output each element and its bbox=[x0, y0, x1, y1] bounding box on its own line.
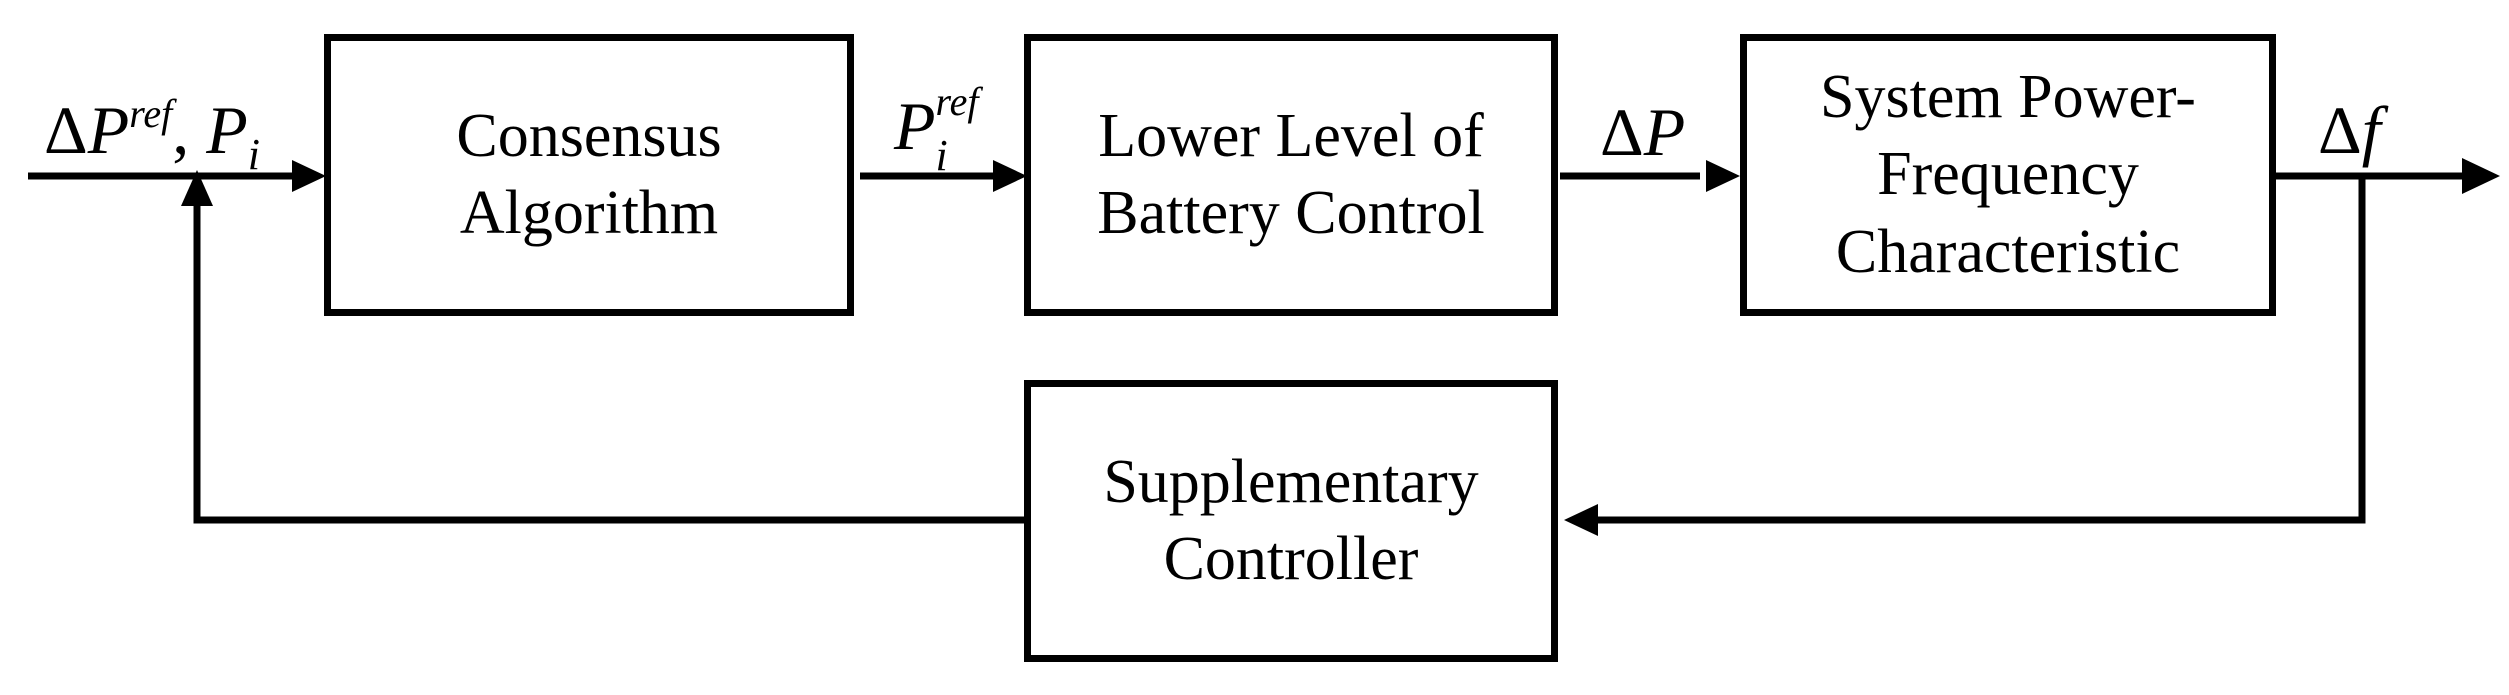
input-signal-label: ΔPref, Pi bbox=[44, 94, 260, 177]
signal-superscript: ref bbox=[129, 91, 173, 136]
signal-subscript: i bbox=[247, 130, 261, 179]
arrowhead-consensus bbox=[292, 160, 326, 192]
arrowhead-supplementary bbox=[1564, 504, 1598, 536]
signal-p: P bbox=[1643, 94, 1686, 170]
block-label-line: System Power- bbox=[1820, 62, 2196, 131]
feedback-line-left bbox=[193, 200, 1027, 524]
block-label-line: Algorithm bbox=[459, 179, 719, 247]
signal-superscript: ref bbox=[935, 79, 979, 124]
signal-subscript: i bbox=[935, 131, 948, 180]
signal-p: P bbox=[894, 88, 936, 164]
lower-level-battery-control-block: Lower Level of Battery Control bbox=[1024, 34, 1558, 316]
delta-symbol: Δ bbox=[44, 92, 88, 168]
block-label-line: Characteristic bbox=[1835, 217, 2181, 286]
arrowhead-feedback bbox=[181, 170, 213, 206]
system-power-frequency-block: System Power- Frequency Characteristic bbox=[1740, 34, 2276, 316]
block-label-line: Controller bbox=[1163, 525, 1419, 593]
arrowhead-output bbox=[2462, 158, 2500, 194]
feedback-line-right bbox=[1590, 176, 2366, 524]
block-label-line: Consensus bbox=[456, 101, 722, 170]
consensus-algorithm-block: Consensus Algorithm bbox=[324, 34, 854, 316]
block-label-line: Battery Control bbox=[1097, 179, 1485, 247]
arrowhead-system bbox=[1706, 160, 1740, 192]
signal-f: f bbox=[2361, 92, 2381, 168]
pref-signal-label: P ref i bbox=[894, 82, 996, 178]
delta-symbol: Δ bbox=[1600, 94, 1644, 170]
block-label-line: Lower Level of bbox=[1098, 101, 1484, 170]
signal-p: P bbox=[87, 92, 130, 168]
arrowhead-lower-level bbox=[993, 160, 1027, 192]
supplementary-controller-block: Supplementary Controller bbox=[1024, 380, 1558, 662]
delta-p-signal-label: ΔP bbox=[1600, 98, 1685, 166]
signal-separator: , bbox=[172, 92, 207, 168]
delta-symbol: Δ bbox=[2318, 92, 2362, 168]
delta-f-signal-label: Δf bbox=[2318, 96, 2381, 164]
block-label-line: Frequency bbox=[1877, 140, 2139, 209]
signal-p: P bbox=[206, 92, 248, 168]
block-label-line: Supplementary bbox=[1103, 447, 1479, 516]
